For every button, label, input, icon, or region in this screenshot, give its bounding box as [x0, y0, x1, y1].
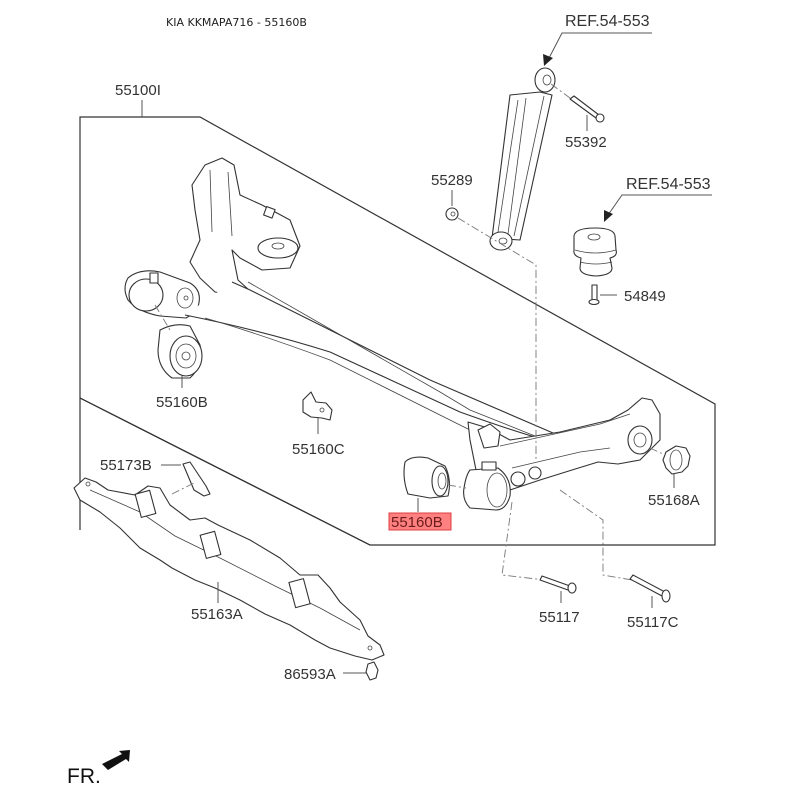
clip-86593A — [365, 661, 379, 681]
dash-55173B — [171, 481, 197, 495]
label-54849[interactable]: 54849 — [624, 288, 666, 305]
label-55160B-selected[interactable]: 55160B — [391, 514, 443, 531]
label-55173B[interactable]: 55173B — [100, 457, 152, 474]
label-55163A[interactable]: 55163A — [191, 606, 243, 623]
shock-absorber — [489, 67, 556, 251]
bolt-54849 — [588, 284, 600, 306]
bolt-55117 — [539, 575, 577, 594]
ref-shock-arrowhead — [543, 54, 553, 66]
dash-55160B-selected — [447, 484, 467, 489]
ref-bumper-arrowhead — [604, 210, 613, 222]
dash-55117 — [501, 501, 546, 581]
clip-55173B — [182, 461, 211, 497]
label-55168A[interactable]: 55168A — [648, 492, 700, 509]
dash-55160B-left — [154, 304, 171, 331]
label-55117[interactable]: 55117 — [539, 609, 580, 626]
shield-55163A — [73, 477, 385, 661]
bump-stopper — [573, 227, 617, 277]
label-ref-shock[interactable]: REF.54-553 — [565, 13, 650, 30]
dash-55168A — [649, 447, 666, 456]
cover-55168A — [662, 445, 691, 475]
label-86593A[interactable]: 86593A — [284, 666, 336, 683]
dash-55392 — [550, 83, 571, 99]
dash-55289 — [457, 217, 537, 460]
label-55100I[interactable]: 55100I — [115, 82, 161, 99]
leader-ref-bumper — [607, 194, 712, 216]
label-55160B-left[interactable]: 55160B — [156, 394, 208, 411]
bracket-55160C — [302, 391, 333, 421]
front-direction-arrow-icon — [102, 750, 130, 770]
bushing-55160B-left — [157, 324, 203, 379]
front-label: FR. — [67, 765, 101, 788]
label-55117C[interactable]: 55117C — [627, 614, 679, 631]
torsion-beam-axle — [124, 157, 661, 511]
label-55160C[interactable]: 55160C — [292, 441, 345, 458]
leader-ref-shock — [547, 32, 652, 61]
frame-lower-edge — [79, 397, 371, 546]
label-ref-bumper[interactable]: REF.54-553 — [626, 176, 711, 193]
bolt-55392 — [569, 95, 605, 123]
diagram-title: KIA KKMAPA716 - 55160B — [166, 16, 307, 29]
label-55392[interactable]: 55392 — [565, 134, 607, 151]
bushing-55160B-selected — [403, 456, 451, 499]
bolt-55117C — [629, 574, 671, 603]
selected-part-highlight — [388, 512, 452, 531]
nut-55289 — [445, 207, 459, 221]
label-55289[interactable]: 55289 — [431, 172, 473, 189]
dash-55117C — [559, 489, 633, 581]
